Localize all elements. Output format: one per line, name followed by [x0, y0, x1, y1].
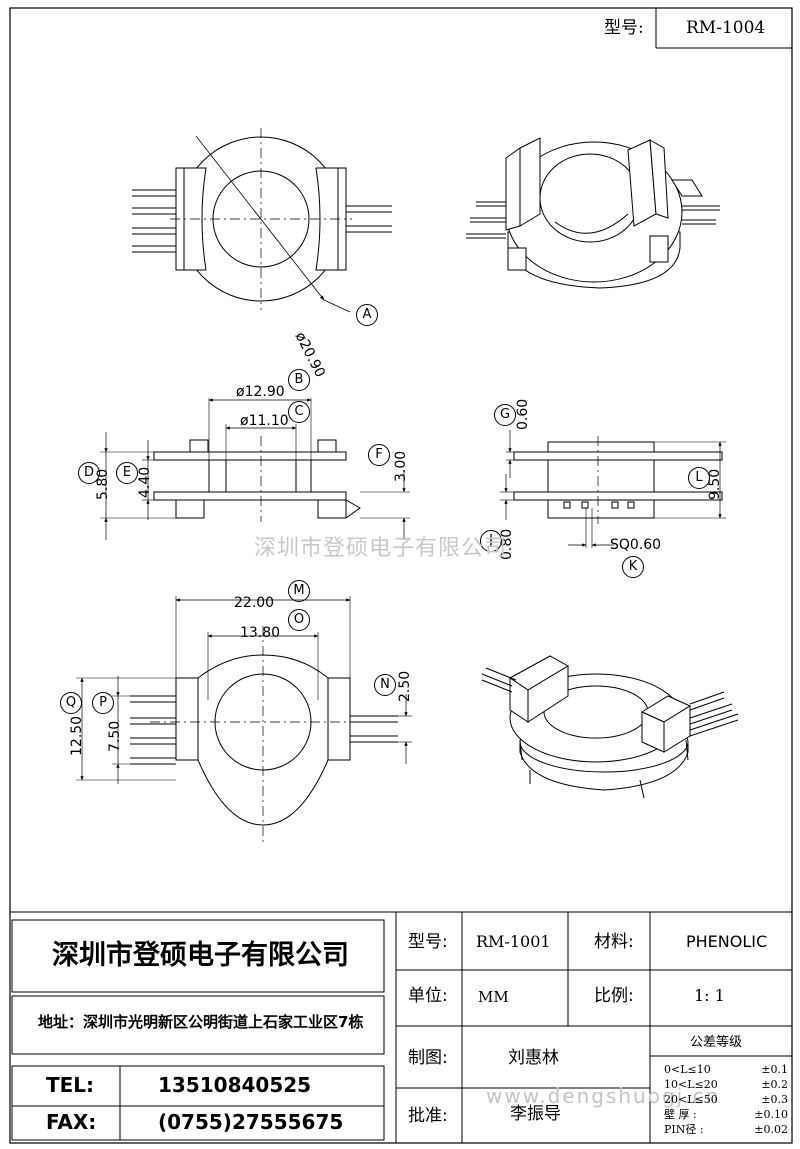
tolerance-row: PIN径 : ±0.02: [664, 1122, 788, 1137]
tolerance-value: ±0.2: [761, 1078, 788, 1091]
dim-c-letter-text: C: [294, 404, 304, 419]
dim-g-letter-text: G: [499, 407, 511, 422]
dim-m-value: 22.00: [234, 595, 275, 611]
dim-b-letter-text: B: [294, 372, 304, 387]
dim-c-letter: C: [288, 401, 310, 423]
url-watermark: www.dengshuogj.cn: [486, 1084, 721, 1108]
bottom-view: [76, 596, 412, 842]
dim-f-value: 3.00: [393, 450, 409, 482]
tb-approved-value: 李振导: [510, 1104, 561, 1124]
dim-p-value: 7.50: [107, 720, 123, 752]
tolerance-range: 20<L≤50: [664, 1093, 718, 1106]
dim-p-letter: P: [92, 692, 114, 714]
dim-f-letter-text: F: [375, 447, 383, 462]
tb-material-value: PHENOLIC: [686, 932, 768, 951]
dim-e-value: 4.40: [137, 466, 153, 498]
sheet-border: [9, 7, 793, 1144]
dim-f-letter: F: [368, 444, 390, 466]
tolerance-range: PIN径 :: [664, 1123, 704, 1136]
tolerance-range: 壁 厚 :: [664, 1108, 697, 1121]
tolerance-value: ±0.10: [754, 1108, 788, 1121]
dim-o-letter-text: O: [293, 612, 305, 627]
tolerance-row: 壁 厚 : ±0.10: [664, 1107, 788, 1122]
dim-c-value: ø11.10: [240, 413, 289, 429]
tolerance-value: ±0.3: [761, 1093, 788, 1106]
header-model-value: RM-1004: [686, 18, 766, 38]
tb-model-label: 型号:: [408, 932, 448, 952]
company-name: 深圳市登硕电子有限公司: [52, 940, 349, 971]
dim-a-letter: A: [356, 304, 378, 326]
dim-o-value: 13.80: [240, 625, 281, 641]
fax-value: (0755)27555675: [158, 1110, 344, 1134]
dim-j-letter: J: [480, 530, 502, 552]
tel-label: TEL:: [46, 1073, 95, 1097]
dim-k-letter-text: K: [628, 559, 638, 574]
dim-d-letter: D: [78, 462, 100, 484]
header-model-box: [655, 8, 792, 49]
side-view: [500, 430, 726, 548]
tolerance-value: ±0.1: [761, 1063, 788, 1076]
tolerance-row: 10<L≤20 ±0.2: [664, 1077, 788, 1092]
tolerance-title: 公差等级: [690, 1035, 743, 1050]
dim-d-letter-text: D: [83, 465, 94, 480]
tolerance-value: ±0.02: [754, 1123, 788, 1136]
tolerance-range: 0<L≤10: [664, 1063, 711, 1076]
fax-label: FAX:: [46, 1110, 97, 1134]
dim-b-letter: B: [288, 369, 310, 391]
header-model-label: 型号:: [604, 18, 644, 38]
tolerance-row: 0<L≤10 ±0.1: [664, 1062, 788, 1077]
dim-l-letter-text: L: [695, 470, 703, 485]
dim-j-letter-text: J: [489, 533, 493, 548]
tolerance-range: 10<L≤20: [664, 1078, 718, 1091]
dim-p-letter-text: P: [99, 695, 107, 710]
tolerance-row: 20<L≤50 ±0.3: [664, 1092, 788, 1107]
dim-m-letter: M: [288, 580, 310, 602]
dim-m-letter-text: M: [293, 583, 305, 598]
isometric-view-top: [466, 137, 720, 289]
dim-k-value: SQ0.60: [610, 537, 662, 553]
isometric-view-bottom: [481, 655, 739, 799]
tb-approved-label: 批准:: [408, 1106, 448, 1126]
tb-drawn-label: 制图:: [408, 1048, 448, 1068]
dim-q-letter: Q: [60, 692, 82, 714]
tb-unit-value: MM: [478, 988, 509, 1006]
dim-q-value: 12.50: [69, 715, 85, 756]
dim-g-letter: G: [494, 404, 516, 426]
tb-drawn-value: 刘惠林: [508, 1048, 559, 1068]
company-watermark: 深圳市登硕电子有限公司: [254, 536, 508, 561]
tb-unit-label: 单位:: [408, 986, 448, 1006]
dim-d-value: 5.80: [95, 468, 111, 500]
tb-scale-label: 比例:: [594, 986, 634, 1006]
dim-n-letter-text: N: [380, 677, 390, 692]
dim-o-letter: O: [288, 609, 310, 631]
company-address: 地址：深圳市光明新区公明街道上石家工业区7栋: [38, 1013, 364, 1031]
front-view: [100, 398, 410, 540]
dim-e-letter-text: E: [122, 465, 132, 480]
dim-e-letter: E: [116, 462, 138, 484]
dim-n-value: 2.50: [397, 670, 413, 702]
title-block: [10, 911, 792, 1143]
dim-l-letter: L: [688, 467, 710, 489]
top-view: [132, 128, 392, 313]
dim-l-value: 9.50: [707, 468, 723, 500]
dim-k-letter: K: [622, 556, 644, 578]
dim-n-letter: N: [374, 674, 396, 696]
dim-b-value: ø12.90: [236, 384, 285, 400]
tb-scale-value: 1: 1: [694, 986, 725, 1005]
dim-g-value: 0.60: [515, 398, 531, 430]
dim-a-letter-text: A: [362, 307, 372, 322]
tolerance-table: 0<L≤10 ±0.1 10<L≤20 ±0.2 20<L≤50 ±0.3 壁 …: [664, 1062, 788, 1137]
tb-material-label: 材料:: [594, 932, 634, 952]
tb-model-value: RM-1001: [476, 932, 551, 951]
tel-value: 13510840525: [158, 1073, 312, 1097]
dim-q-letter-text: Q: [65, 695, 77, 710]
